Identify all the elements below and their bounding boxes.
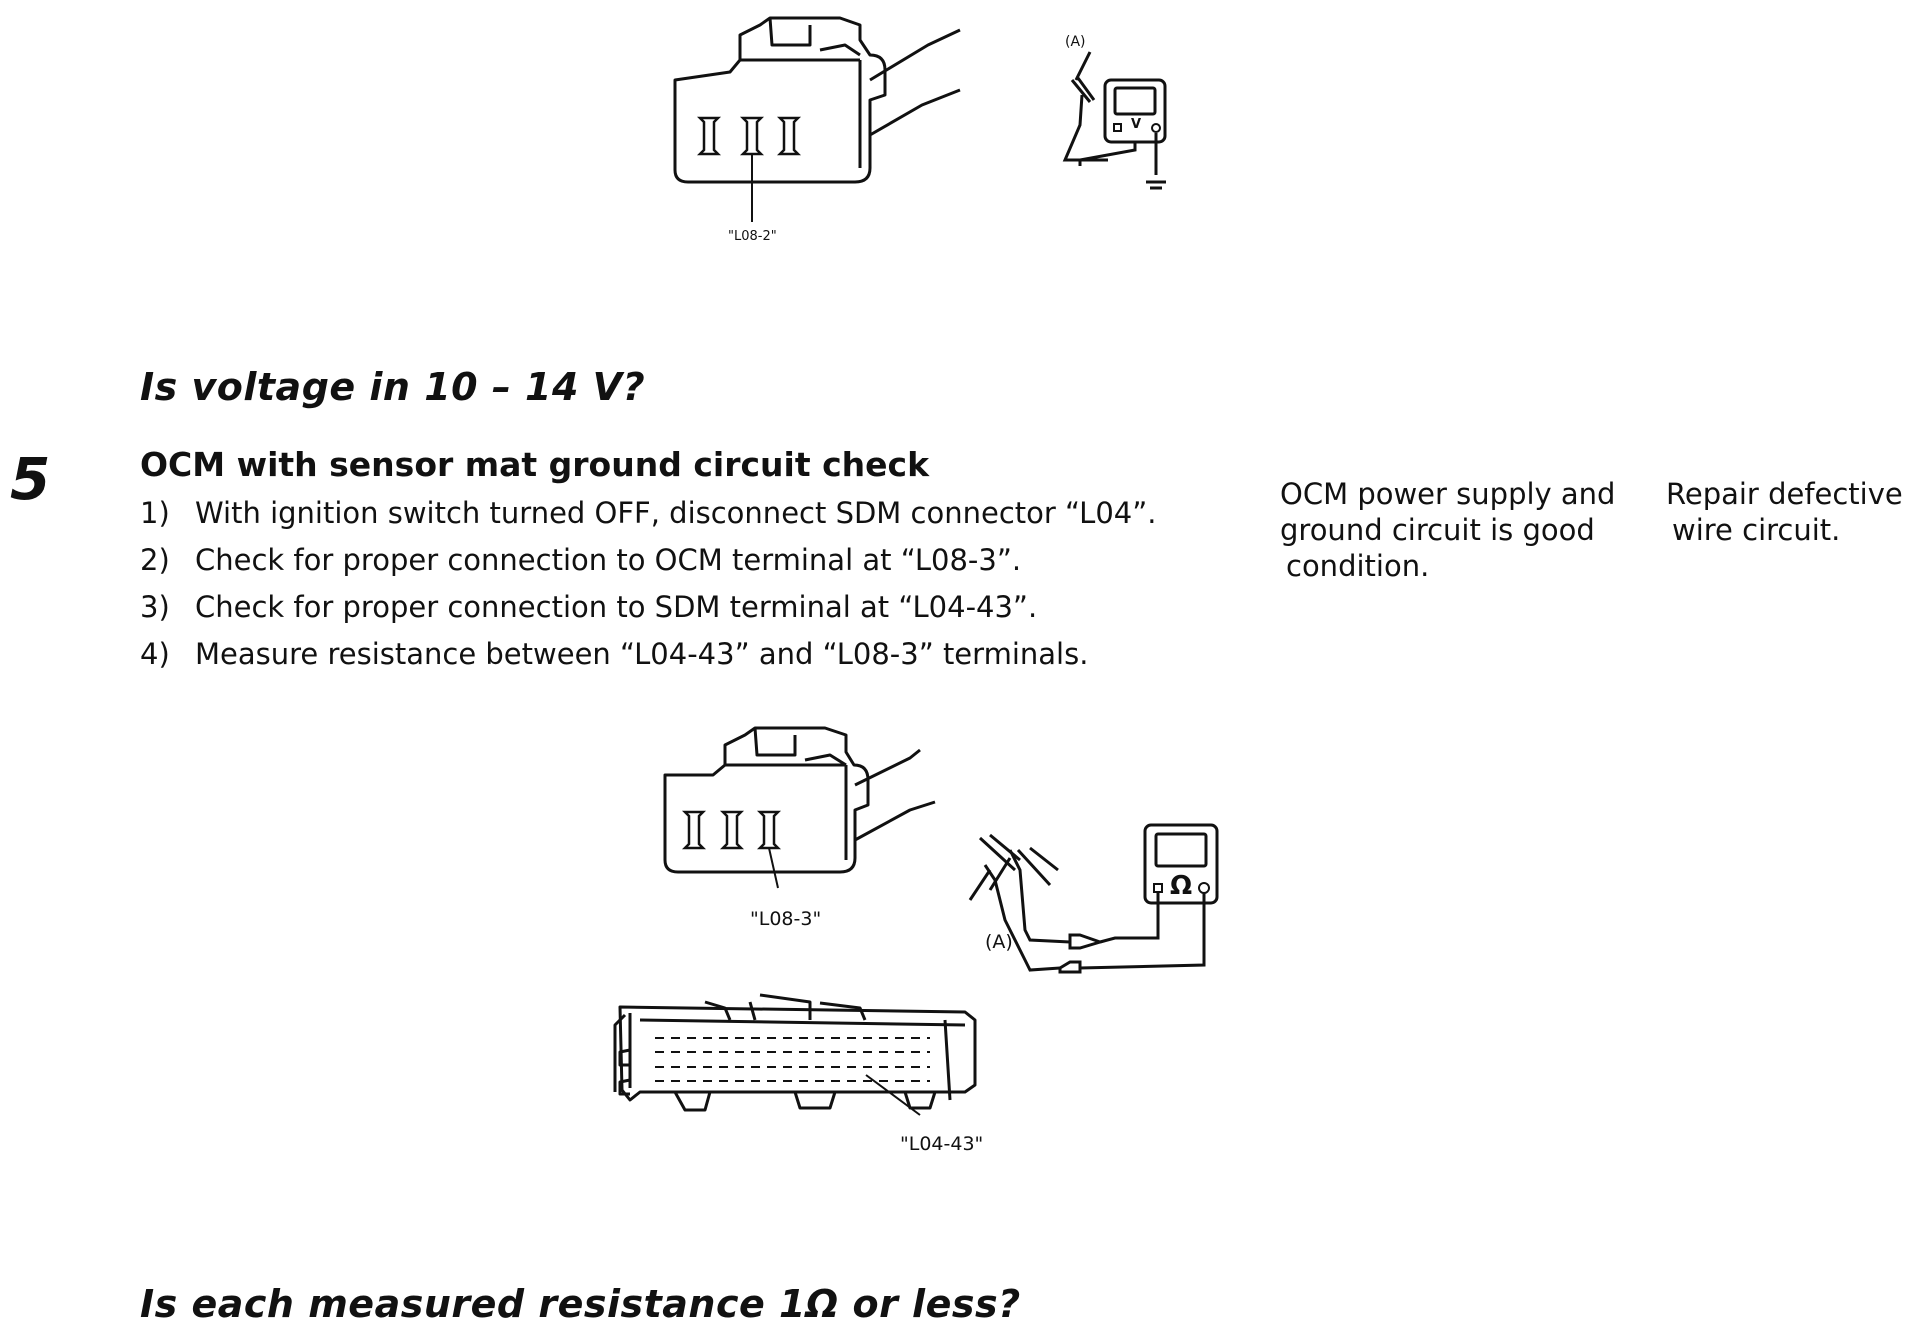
terminal-label-l04-43: "L04-43" [900, 1133, 983, 1155]
item-number: 1) [140, 496, 170, 530]
step-title: OCM with sensor mat ground circuit check [140, 445, 930, 484]
connector-l08-icon [663, 726, 936, 874]
item-number: 4) [140, 637, 170, 671]
list-item: 2) Check for proper connection to OCM ter… [140, 537, 1156, 584]
probe-label-a: (A) [1065, 34, 1086, 50]
connector-l08-icon [673, 16, 961, 184]
item-text: Check for proper connection to SDM termi… [195, 590, 1038, 624]
ohmmeter-icon [968, 823, 1219, 974]
sdm-terminal-rows [655, 1037, 930, 1082]
step-number: 5 [10, 445, 51, 513]
terminal-label-l08-3: "L08-3" [750, 908, 821, 930]
yes-line-3: condition. [1286, 549, 1430, 583]
no-result: Repair defective wire circuit. [1666, 476, 1916, 548]
meter-symbol-omega: Ω [1170, 871, 1192, 901]
terminal-label-l08-2: "L08-2" [728, 229, 777, 244]
voltmeter-icon [1062, 51, 1167, 190]
yes-result: OCM power supply and ground circuit is g… [1280, 476, 1650, 584]
list-item: 3) Check for proper connection to SDM ter… [140, 584, 1156, 631]
step-instructions: 1) With ignition switch turned OFF, disco… [140, 490, 1156, 678]
yes-line-1: OCM power supply and [1280, 477, 1616, 511]
no-line-1: Repair defective [1666, 477, 1903, 511]
item-number: 2) [140, 543, 170, 577]
meter-symbol-v: V [1131, 117, 1141, 132]
figure-top-voltage-check: "L08-2" V (A) [660, 0, 1180, 250]
item-number: 3) [140, 590, 170, 624]
question-voltage: Is voltage in 10 – 14 V? [140, 365, 646, 409]
list-item: 1) With ignition switch turned OFF, disco… [140, 490, 1156, 537]
figure-bottom-resistance-check: "L08-3" Ω (A) [610, 720, 1230, 1170]
item-text: Measure resistance between “L04-43” and … [195, 637, 1089, 671]
item-text: Check for proper connection to OCM termi… [195, 543, 1022, 577]
list-item: 4) Measure resistance between “L04-43” an… [140, 631, 1156, 678]
probe-label-a: (A) [985, 931, 1013, 953]
yes-line-2: ground circuit is good [1280, 513, 1595, 547]
connector-cavities [696, 116, 802, 156]
sdm-connector-l04-icon [613, 993, 977, 1112]
item-text: With ignition switch turned OFF, disconn… [195, 496, 1157, 530]
no-line-2: wire circuit. [1672, 513, 1841, 547]
connector-cavities [681, 810, 782, 850]
question-resistance: Is each measured resistance 1Ω or less? [140, 1282, 1021, 1326]
